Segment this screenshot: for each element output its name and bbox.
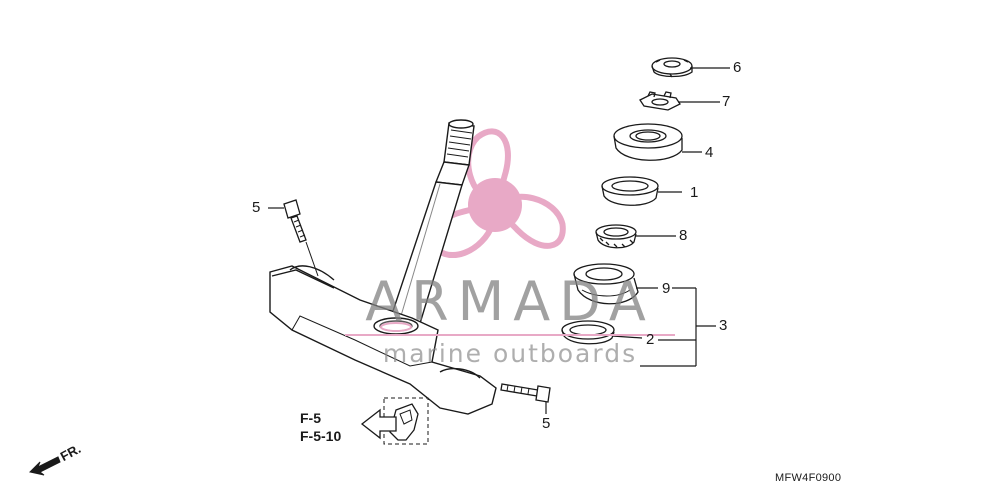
reference-f5-10: F-5-10 [300,428,342,444]
watermark-propeller-logo [425,129,571,267]
callout-5-upper: 5 [252,199,261,216]
drawing-code: MFW4F0900 [775,472,842,484]
lock-nut [651,57,693,78]
upper-race [601,176,659,206]
bolt-lower [500,383,551,403]
bottom-bridge [269,241,497,415]
watermark-brand: ARMADA [365,270,655,333]
callout-4: 4 [705,144,714,161]
reference-arrow-icon [360,408,397,440]
reference-f5: F-5 [300,410,321,426]
lower-race [573,263,639,305]
callout-2: 2 [646,331,655,348]
leader-lines [268,67,730,414]
callout-7: 7 [722,93,731,110]
steering-stem [387,119,475,331]
dust-seal [613,123,683,161]
stem-seat-highlight [380,322,412,332]
cable-clamp [383,397,429,445]
callout-5-lower: 5 [542,415,551,432]
callout-9: 9 [662,280,671,297]
watermark-tagline: marine outboards [382,339,638,368]
lock-washer [639,91,681,111]
bearing [595,224,637,249]
callout-3: 3 [719,317,728,334]
callout-1: 1 [690,184,699,201]
callout-6: 6 [733,59,742,76]
callout-8: 8 [679,227,688,244]
front-direction-arrow-icon [28,456,61,476]
bolt-upper [283,199,307,243]
